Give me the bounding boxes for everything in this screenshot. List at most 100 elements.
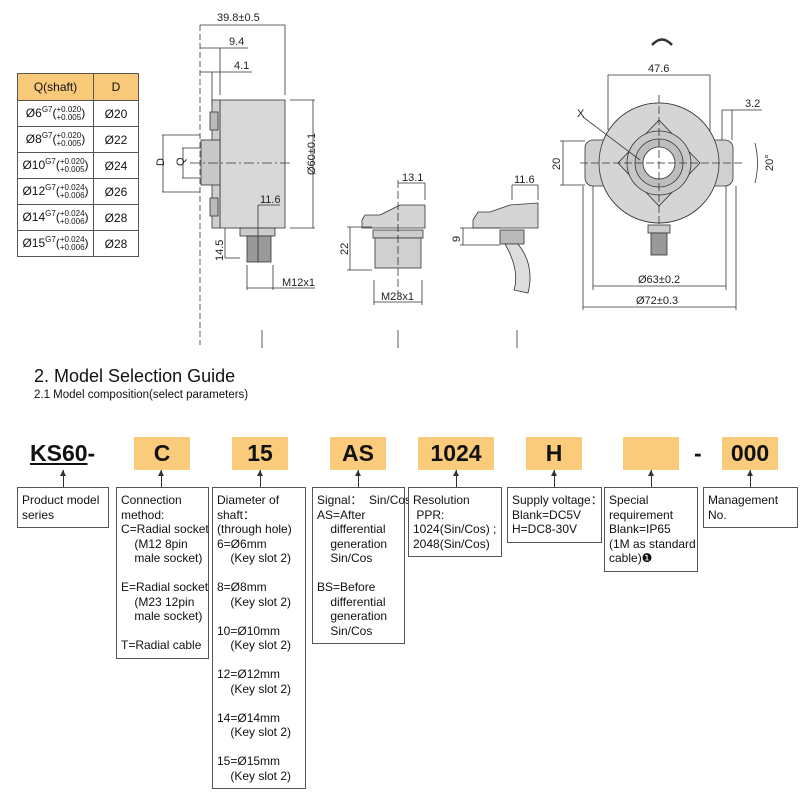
- desc-line: E=Radial socket: [121, 580, 209, 594]
- desc-line: generation: [317, 609, 388, 623]
- desc-line: BS=Before: [317, 580, 376, 594]
- code-signal: AS: [330, 437, 386, 470]
- cell-q: Ø12G7(+0.024+0.006): [17, 178, 94, 205]
- desc-line: requirement: [609, 507, 674, 522]
- arrow-icon: [355, 470, 361, 487]
- cell-q: Ø8G7(+0.020+0.005): [17, 126, 94, 153]
- desc-line: cable)❶: [609, 551, 653, 565]
- desc-line: [217, 653, 301, 668]
- model-prefix-text: KS60: [30, 440, 88, 466]
- desc-line: Blank=IP65: [609, 522, 671, 536]
- cell-d: Ø26: [93, 178, 139, 205]
- code-supply-voltage: H: [526, 437, 582, 470]
- cell-d: Ø24: [93, 152, 139, 179]
- desc-line: 8=Ø8mm: [217, 580, 267, 594]
- desc-line: male socket): [121, 609, 203, 623]
- desc-line: 14=Ø14mm: [217, 710, 281, 725]
- desc-line: [217, 566, 301, 581]
- desc-line: C=Radial socket: [121, 522, 209, 536]
- tol-upper: +0.024: [59, 208, 85, 218]
- q-value: Ø10: [22, 158, 46, 173]
- tol-upper: +0.024: [59, 234, 85, 244]
- desc-line: (1M as standard: [609, 536, 696, 551]
- tol-upper: +0.020: [56, 130, 82, 140]
- dim-11-6: 11.6: [260, 194, 281, 206]
- q-tolerance: +0.024+0.006: [59, 208, 85, 226]
- dim-13-1: 13.1: [402, 172, 423, 184]
- q-tolerance: +0.020+0.005: [56, 130, 82, 148]
- q-value: Ø14: [22, 210, 46, 225]
- q-tolerance: +0.024+0.006: [59, 234, 85, 252]
- desc-line: 10=Ø10mm: [217, 623, 281, 638]
- q-tolerance: +0.020+0.005: [60, 157, 85, 174]
- desc-line: [121, 566, 204, 581]
- section-title: 2. Model Selection Guide: [34, 366, 236, 386]
- tol-upper: +0.020: [56, 104, 82, 114]
- desc-line: [217, 609, 301, 624]
- tol-lower: +0.006: [59, 190, 85, 200]
- dim-9: 9: [451, 236, 463, 242]
- cell-d: Ø28: [93, 230, 139, 257]
- arrow-icon: [257, 470, 263, 487]
- desc-line: (Key slot 2): [217, 638, 292, 652]
- q-tolerance: +0.020+0.005: [56, 104, 82, 122]
- desc-line: [217, 740, 301, 755]
- desc-line: 2048(Sin/Cos): [413, 536, 490, 551]
- dim-m12: M12x1: [282, 277, 315, 289]
- desc-line: 6=Ø6mm: [217, 536, 267, 551]
- desc-line: Diameter of: [217, 493, 280, 507]
- desc-line: shaft：: [217, 507, 256, 522]
- dim-length: 39.8±0.5: [217, 12, 260, 24]
- desc-line: (Key slot 2): [217, 725, 292, 739]
- tol-upper: +0.024: [59, 182, 85, 192]
- dim-20: 20: [551, 158, 563, 170]
- desc-line: Supply voltage：: [512, 493, 603, 507]
- section-subtitle: 2.1 Model composition(select parameters): [34, 389, 249, 401]
- desc-line: (through hole): [217, 522, 292, 536]
- desc-line: T=Radial cable: [121, 638, 202, 652]
- desc-line: Product model: [22, 493, 100, 507]
- desc-line: (M23 12pin: [121, 594, 195, 609]
- desc-line: (Key slot 2): [217, 681, 292, 696]
- desc-line: Sin/Cos: [317, 551, 373, 565]
- desc-line: H=DC8-30V: [512, 522, 578, 536]
- desc-line: male socket): [121, 551, 203, 565]
- model-prefix: KS60-: [30, 437, 95, 470]
- q-fit: G7: [45, 183, 56, 193]
- desc-line: (Key slot 2): [217, 768, 292, 783]
- shaft-row: Ø15G7(+0.024+0.006)Ø28: [17, 230, 139, 257]
- arrow-icon: [648, 470, 654, 487]
- shaft-row: Ø12G7(+0.024+0.006)Ø26: [17, 178, 139, 205]
- arrow-icon: [60, 470, 66, 487]
- desc-line: 12=Ø12mm: [217, 667, 281, 681]
- code-connection: C: [134, 437, 190, 470]
- desc-line: generation: [317, 536, 388, 551]
- shaft-row: Ø14G7(+0.024+0.006)Ø28: [17, 204, 139, 231]
- desc-line: 1024(Sin/Cos) ;: [413, 522, 497, 536]
- tol-lower: +0.005: [56, 138, 82, 148]
- dim-20-deg: 20°: [764, 154, 776, 171]
- dim-cable-11-6: 11.6: [514, 174, 535, 186]
- desc-line: No.: [708, 507, 727, 522]
- desc-line: [317, 566, 400, 581]
- desc-line: series: [22, 507, 55, 522]
- arrow-icon: [453, 470, 459, 487]
- code-resolution: 1024: [418, 437, 494, 470]
- code-management-no: 000: [722, 437, 778, 470]
- q-value: Ø8: [25, 132, 42, 147]
- dim-4-1: 4.1: [234, 60, 249, 72]
- desc-line: Special: [609, 493, 649, 507]
- dim-22: 22: [339, 243, 351, 255]
- q-fit: G7: [41, 131, 53, 141]
- q-fit: G7: [45, 209, 56, 219]
- q-value: Ø15: [22, 236, 46, 251]
- desc-line: Management: [708, 493, 779, 507]
- q-value: Ø6: [25, 106, 42, 121]
